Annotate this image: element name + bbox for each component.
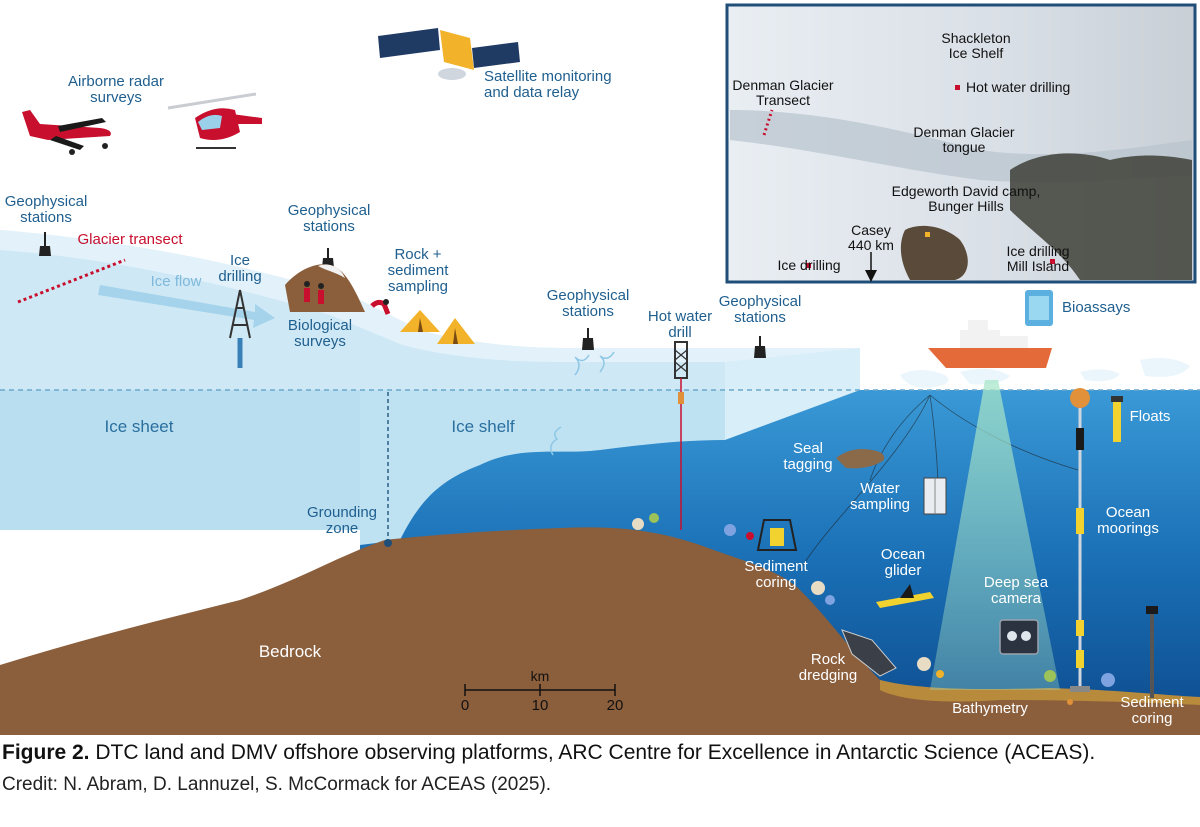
- inset-label-ice-drilling-mill: Ice drilling Mill Island: [1006, 243, 1070, 274]
- label-bioassays: Bioassays: [1062, 299, 1131, 316]
- inset-label-shackleton: Shackleton Ice Shelf: [941, 30, 1011, 61]
- sea-ice: [900, 358, 1190, 388]
- geophysical-station-marker-3: [582, 328, 594, 350]
- label-ocean-moorings: Ocean moorings: [1097, 504, 1159, 537]
- label-geophysical-4: Geophysical stations: [718, 293, 802, 326]
- bedrock: [0, 527, 1200, 735]
- label-rock-dredging: Rock dredging: [798, 651, 858, 684]
- inset-bunger-hills: [900, 225, 968, 280]
- label-geophysical-1: Geophysical stations: [4, 193, 88, 226]
- inset-transect-dots: [762, 109, 774, 136]
- label-bathymetry: Bathymetry: [952, 700, 1028, 717]
- ice-sheet-body: [0, 390, 360, 530]
- ice-sheet-surface: [0, 230, 860, 362]
- inset-label-hot-water-drilling: Hot water drilling: [966, 79, 1071, 95]
- seabed-sediment: [880, 680, 1200, 705]
- label-floats: Floats: [1129, 408, 1171, 425]
- label-geophysical-3: Geophysical stations: [546, 287, 630, 320]
- satellite-icon: [378, 28, 520, 80]
- scale-tick-20: 20: [607, 697, 624, 714]
- caption-line: Figure 2. DTC land and DMV offshore obse…: [2, 740, 1198, 766]
- ice-shelf-front: [725, 348, 860, 440]
- glacier-transect-line: [17, 258, 126, 304]
- inset-label-edgeworth: Edgeworth David camp, Bunger Hills: [891, 183, 1041, 214]
- label-airborne-radar: Airborne radar surveys: [68, 73, 164, 106]
- hot-water-drill-icon: [674, 341, 688, 530]
- field-camp-tents-icon: [400, 310, 475, 344]
- ice-flow-arrow: [98, 285, 275, 328]
- label-sediment-coring-2: Sediment coring: [1120, 694, 1184, 727]
- label-hot-water-drill: Hot water drill: [647, 308, 713, 341]
- label-ice-flow: Ice flow: [150, 273, 202, 290]
- ocean-glider-icon: [876, 584, 934, 608]
- rock-sampler-icon: [370, 299, 391, 315]
- biologists-icon: [304, 281, 324, 304]
- label-seal-tagging: Seal tagging: [783, 440, 833, 473]
- scale-tick-0: 0: [461, 697, 469, 714]
- inset-label-ice-drilling-left: Ice drilling: [777, 257, 841, 273]
- label-water-sampling: Water sampling: [849, 480, 911, 513]
- label-geophysical-2: Geophysical stations: [287, 202, 371, 235]
- inset-camp-marker: [925, 232, 930, 237]
- ice-drilling-rig-icon: [229, 289, 251, 368]
- inset-label-denman-transect: Denman Glacier Transect: [732, 77, 834, 108]
- label-ice-sheet: Ice sheet: [104, 417, 174, 436]
- sonar-beam: [930, 380, 1060, 690]
- inset-label-casey: Casey 440 km: [848, 222, 894, 253]
- inset-rock-outcrop: [1010, 153, 1192, 280]
- float-icon: [1111, 396, 1123, 442]
- label-glacier-transect: Glacier transect: [77, 231, 183, 248]
- sediment-corer-right-icon: [1146, 606, 1158, 698]
- label-grounding-zone: Grounding zone: [306, 504, 378, 537]
- inset-hot-water-marker: [955, 85, 960, 90]
- research-vessel-icon: [928, 320, 1052, 368]
- scale-unit: km: [531, 668, 550, 684]
- ice-crack-lines: [550, 351, 615, 456]
- label-satellite: Satellite monitoring and data relay: [484, 68, 612, 101]
- label-sediment-coring-1: Sediment coring: [744, 558, 808, 591]
- seal-icon: [836, 449, 885, 469]
- deep-sea-camera-icon: [999, 619, 1039, 655]
- inset-ice-drilling-marker-mill: [1050, 259, 1055, 264]
- sediment-corer-left-icon: [756, 519, 798, 551]
- caption-figure-label: Figure 2.: [2, 741, 90, 764]
- label-deep-sea-camera: Deep sea camera: [983, 574, 1049, 607]
- rock-outcrop: [285, 264, 365, 312]
- airplane-icon: [22, 110, 111, 155]
- ice-shelf: [360, 390, 725, 545]
- inset-map: [725, 3, 1197, 284]
- water-sampler-icon: [923, 477, 947, 515]
- geophysical-station-marker-4: [754, 336, 766, 358]
- figure-caption: Figure 2. DTC land and DMV offshore obse…: [2, 740, 1198, 798]
- ocean-mooring-icon: [1070, 388, 1090, 692]
- helicopter-icon: [167, 92, 262, 149]
- inset-ice-drilling-marker-left: [806, 263, 811, 268]
- grounding-zone-marker: [384, 539, 392, 547]
- scale-tick-10: 10: [532, 697, 549, 714]
- label-rock-sediment: Rock + sediment sampling: [387, 246, 449, 295]
- scale-bar: km 0 10 20: [461, 668, 624, 714]
- antarctic-observing-diagram: km 0 10 20: [0, 3, 1200, 735]
- geophysical-station-marker-1: [39, 232, 51, 256]
- label-bedrock: Bedrock: [258, 642, 322, 661]
- label-biological-surveys: Biological surveys: [287, 317, 353, 350]
- caption-credit: Credit: N. Abram, D. Lannuzel, S. McCorm…: [2, 774, 552, 795]
- bioassay-icon: [1025, 290, 1053, 326]
- label-ice-shelf: Ice shelf: [451, 417, 515, 436]
- tether-lines: [799, 394, 1079, 571]
- benthic-life: [632, 513, 1115, 705]
- caption-figure-text: DTC land and DMV offshore observing plat…: [89, 741, 1096, 764]
- label-ice-drilling: Ice drilling: [218, 252, 262, 285]
- inset-label-denman-tongue: Denman Glacier tongue: [913, 124, 1015, 155]
- rock-dredge-icon: [841, 629, 897, 677]
- label-ocean-glider: Ocean glider: [880, 546, 926, 579]
